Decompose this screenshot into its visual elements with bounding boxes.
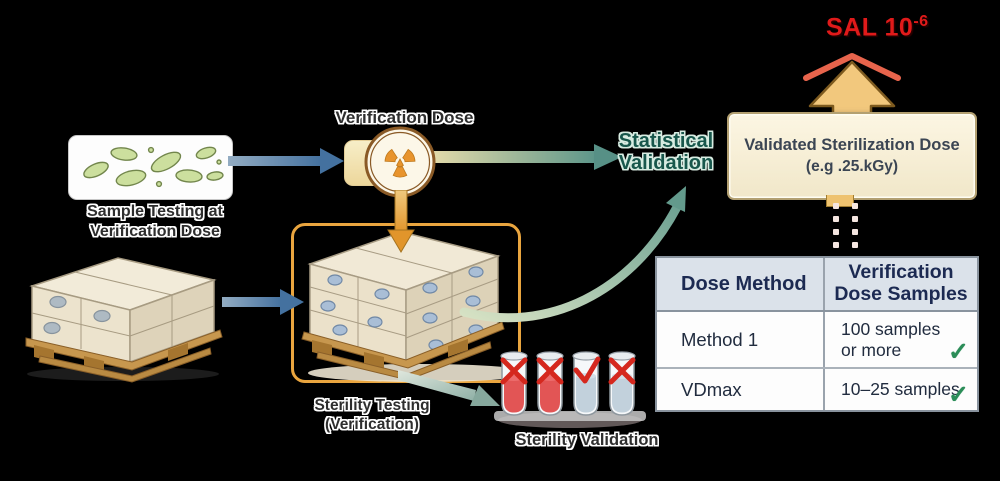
samples-cell: 100 samples or more ✓ xyxy=(841,319,969,367)
samples-cell: 10–25 samples ✓ xyxy=(841,379,969,410)
method-cell: VDmax xyxy=(657,369,825,410)
validated-dose-line1: Validated Sterilization Dose xyxy=(744,136,960,154)
bacteria-icon xyxy=(83,146,224,188)
statistical-validation-label: Statistical Validation xyxy=(605,130,727,175)
arrow-dose-to-statistical-icon xyxy=(418,144,622,170)
sample-testing-line1: Sample Testing at xyxy=(87,203,223,220)
table-row: Method 1 100 samples or more ✓ xyxy=(657,312,977,369)
table-header-row: Dose Method Verification Dose Samples xyxy=(657,258,977,312)
arrow-dose-down-icon xyxy=(387,190,415,253)
sal-label: SAL 10-6 xyxy=(826,13,929,42)
statistical-line1: Statistical xyxy=(618,130,714,152)
up-arrow-shape xyxy=(808,60,896,120)
pallet-boxes-icon xyxy=(25,257,223,383)
arrow-bacteria-to-dose-icon xyxy=(228,148,344,174)
sterility-validation-label: Sterility Validation xyxy=(515,431,659,449)
validated-dose-line2: (e.g .25.kGy) xyxy=(805,158,899,175)
arrow-pallet-to-statistical-icon xyxy=(459,186,686,323)
bacteria-sample-panel xyxy=(68,135,233,200)
sterility-testing-line1: Sterility Testing xyxy=(314,397,430,414)
radiation-icon xyxy=(364,126,436,198)
test-tubes-icon xyxy=(494,351,646,428)
sample-testing-label: Sample Testing at Verification Dose xyxy=(55,202,255,241)
method-cell: Method 1 xyxy=(657,312,825,367)
irradiated-pallet-boxes-icon xyxy=(301,231,515,382)
dashed-arrow-trail-icon xyxy=(833,203,858,248)
arrow-pallet-to-tubes-icon xyxy=(398,370,500,406)
validated-dose-box: Validated Sterilization Dose (e.g .25.kG… xyxy=(727,112,977,200)
red-chevron-up-icon xyxy=(803,53,901,81)
header-verification-samples: Verification Dose Samples xyxy=(834,261,968,305)
header-dose-method: Dose Method xyxy=(657,258,825,310)
sal-exponent: -6 xyxy=(913,13,929,30)
sterility-testing-label: Sterility Testing (Verification) xyxy=(286,397,458,435)
table-row: VDmax 10–25 samples ✓ xyxy=(657,369,977,410)
statistical-line2: Validation xyxy=(618,152,714,175)
big-up-arrow-icon xyxy=(803,53,901,120)
sal-base: SAL 10 xyxy=(826,13,914,42)
sample-testing-line2: Verification Dose xyxy=(90,222,220,240)
verification-dose-label: Verification Dose xyxy=(335,108,474,127)
check-icon: ✓ xyxy=(948,381,969,410)
check-icon: ✓ xyxy=(948,338,969,367)
arrow-pallet-to-irradiation-icon xyxy=(222,289,304,315)
dose-method-table: Dose Method Verification Dose Samples Me… xyxy=(655,256,979,412)
sterility-testing-line2: (Verification) xyxy=(325,415,419,433)
